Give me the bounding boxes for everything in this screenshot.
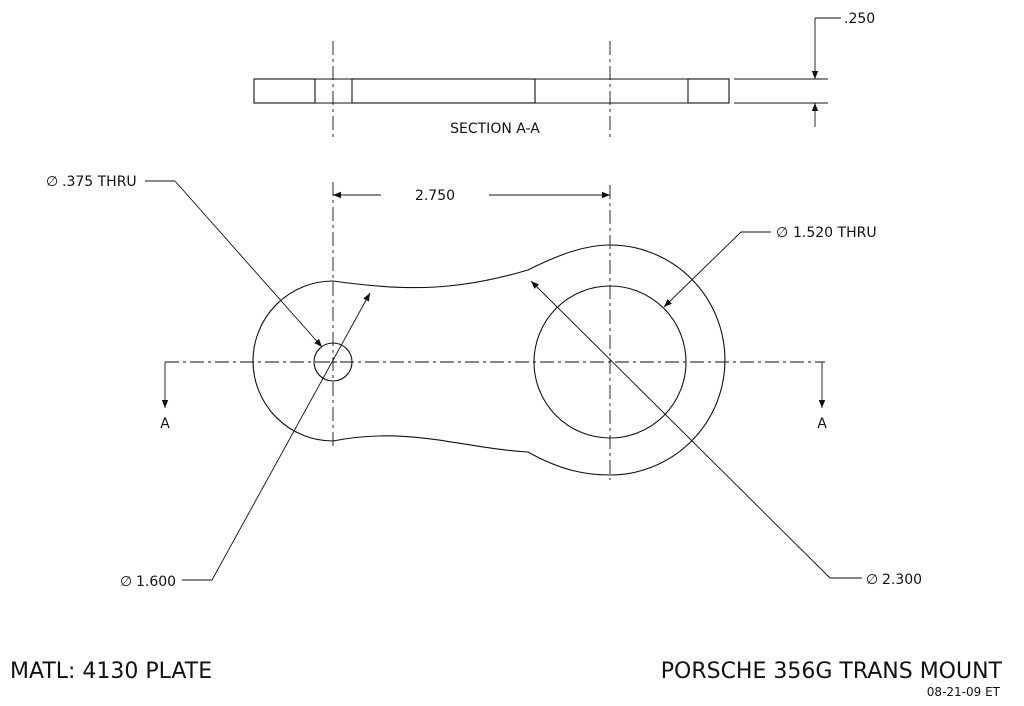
section-hatch-left (253, 78, 316, 104)
plan-view: A A 2.750 ∅ .375 THRU ∅ 1.520 THRU ∅ 1.6… (46, 174, 922, 590)
section-mark-right: A (817, 416, 827, 432)
large-boss-diameter-symbol: ∅ (866, 572, 878, 588)
drawing-title: PORSCHE 356G TRANS MOUNT (661, 659, 1003, 684)
large-hole-diameter-symbol: ∅ (776, 225, 788, 241)
large-hole-label: 1.520 THRU (793, 225, 877, 241)
section-view: .250 SECTION A-A (253, 11, 875, 141)
section-caption: SECTION A-A (450, 121, 540, 137)
center-distance-label: 2.750 (415, 188, 455, 204)
small-hole-diameter-symbol: ∅ (46, 174, 58, 190)
section-hatch-middle (351, 78, 536, 104)
section-hatch-right (687, 78, 730, 104)
material-note: MATL: 4130 PLATE (10, 659, 212, 684)
title-block: MATL: 4130 PLATE PORSCHE 356G TRANS MOUN… (10, 659, 1003, 699)
part-outline (252, 244, 726, 476)
large-boss-label: 2.300 (882, 572, 922, 588)
small-hole-label: .375 THRU (62, 174, 137, 190)
small-boss-diameter-symbol: ∅ (120, 574, 132, 590)
drawing-date: 08-21-09 ET (927, 685, 1001, 699)
section-mark-left: A (160, 416, 170, 432)
small-boss-label: 1.600 (136, 574, 176, 590)
thickness-label: .250 (844, 11, 875, 27)
